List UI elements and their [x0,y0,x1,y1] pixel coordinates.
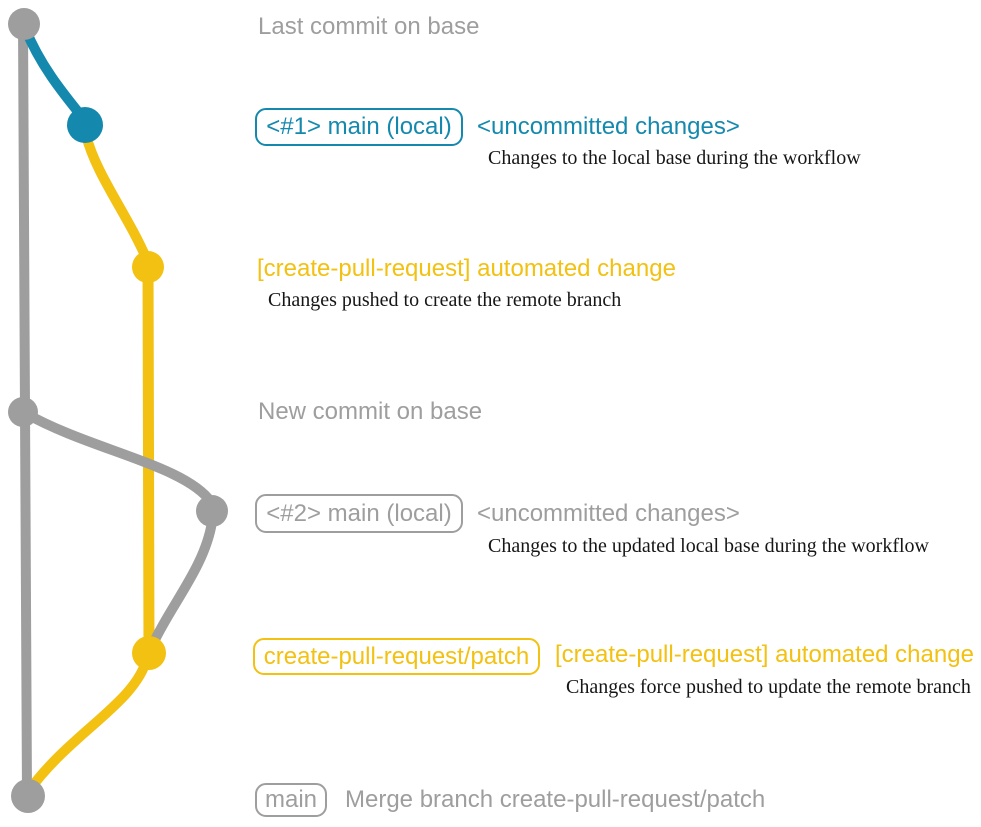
branch-badge-patch-label: create-pull-request/patch [263,642,530,670]
local-main-branch-line [20,23,88,123]
heading-automated-change-2: [create-pull-request] automated change [555,641,974,668]
heading-automated-change-1: [create-pull-request] automated change [257,255,676,282]
branch-badge-patch: create-pull-request/patch [253,638,540,675]
rebased-local-branch-out [20,408,216,507]
message-merge-branch: Merge branch create-pull-request/patch [345,786,766,813]
commit-dot-uncommitted-2 [196,495,228,527]
branch-badge-main-local-1-label: <#1> main (local) [266,113,452,140]
label-new-commit-on-base: New commit on base [258,398,483,425]
commit-dot-last-base [8,8,40,40]
commit-dot-new-base [8,397,38,427]
branch-badge-main-local-1: <#1> main (local) [255,108,463,146]
commit-dot-automated-2 [132,636,166,670]
label-last-commit-on-base: Last commit on base [258,13,480,40]
branch-badge-main: main [255,783,327,817]
patch-branch-straight [142,256,155,658]
note-uncommitted-changes-2: <uncommitted changes> [477,500,740,527]
commit-dot-automated-1 [132,251,164,283]
branch-badge-main-local-2-label: <#2> main (local) [266,499,452,527]
branch-badge-main-local-2: <#2> main (local) [255,494,463,533]
detail-local-base-changes-1: Changes to the local base during the wor… [488,147,861,169]
patch-branch-top-curve [81,130,152,265]
commit-dot-uncommitted-1 [67,107,103,143]
detail-local-base-changes-2: Changes to the updated local base during… [488,535,929,557]
rebased-local-branch-in [147,517,217,651]
branch-badge-main-label: main [264,786,318,813]
note-uncommitted-changes-1: <uncommitted changes> [477,113,740,140]
commit-graph [8,8,228,813]
detail-changes-force-pushed: Changes force pushed to update the remot… [566,676,971,698]
detail-changes-pushed: Changes pushed to create the remote bran… [268,289,622,311]
patch-branch-merge-curve [23,653,152,797]
commit-dot-merge [11,779,45,813]
